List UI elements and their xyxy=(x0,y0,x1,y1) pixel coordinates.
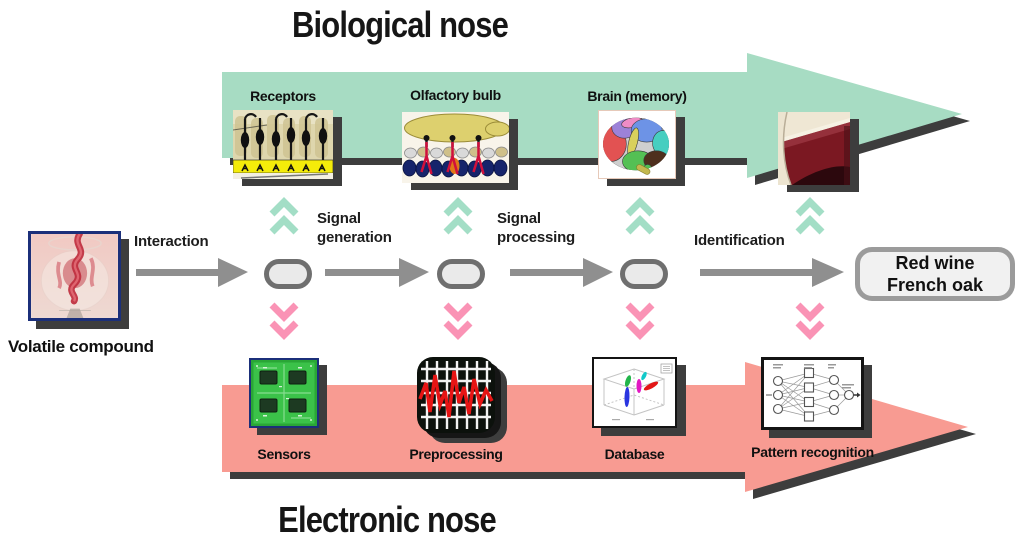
identification-label: Identification xyxy=(694,232,785,249)
olfactory-receptors-icon xyxy=(233,110,333,179)
olfactory-bulb-caption: Olfactory bulb xyxy=(410,87,501,103)
preprocessing-image xyxy=(417,357,495,433)
signal-node-3 xyxy=(620,259,668,289)
olfactory-bulb-icon xyxy=(402,112,509,183)
biological-nose-title: Biological nose xyxy=(292,4,509,45)
database-caption: Database xyxy=(604,446,665,462)
brain-memory-caption: Brain (memory) xyxy=(587,88,687,104)
sensors-image xyxy=(249,358,319,428)
receptors-image xyxy=(233,110,333,179)
scatter-plot-3d-icon xyxy=(594,359,675,426)
electronic-nose-title: Electronic nose xyxy=(278,499,497,540)
identification-arrow xyxy=(700,258,844,287)
result-line-2: French oak xyxy=(886,275,984,295)
identification-result-box: Red wine French oak xyxy=(855,247,1015,301)
preprocessing-caption: Preprocessing xyxy=(409,446,503,462)
wine-glass-image xyxy=(778,112,850,185)
result-line-1: Red wine xyxy=(895,253,975,273)
signal-node-1 xyxy=(264,259,312,289)
sensor-chip-icon xyxy=(251,360,317,426)
interaction-arrow xyxy=(136,258,248,287)
receptors-caption: Receptors xyxy=(250,88,316,104)
red-wine-glass-icon xyxy=(778,112,850,185)
signal-processing-arrow xyxy=(510,258,613,287)
olfactory-bulb-image xyxy=(402,112,509,183)
pattern-recognition-caption: Pattern recognition xyxy=(751,444,874,460)
signal-grid-icon xyxy=(418,361,494,429)
volatile-compound-caption: Volatile compound xyxy=(8,337,154,356)
wine-swirl-icon xyxy=(31,234,118,318)
chevrons-up-icon xyxy=(269,197,825,235)
pattern-recognition-image xyxy=(761,357,864,430)
interaction-label: Interaction xyxy=(134,233,209,250)
signal-node-2 xyxy=(437,259,485,289)
brain-icon xyxy=(599,111,675,178)
brain-memory-image xyxy=(598,110,676,179)
database-image xyxy=(592,357,677,428)
signal-processing-label: Signal processing xyxy=(497,210,576,246)
chevrons-down-icon xyxy=(269,302,825,340)
signal-generation-arrow xyxy=(325,258,429,287)
neural-network-icon xyxy=(764,360,861,427)
signal-generation-label: Signal generation xyxy=(317,210,392,246)
volatile-compound-image xyxy=(28,231,121,321)
sensors-caption: Sensors xyxy=(257,446,311,462)
